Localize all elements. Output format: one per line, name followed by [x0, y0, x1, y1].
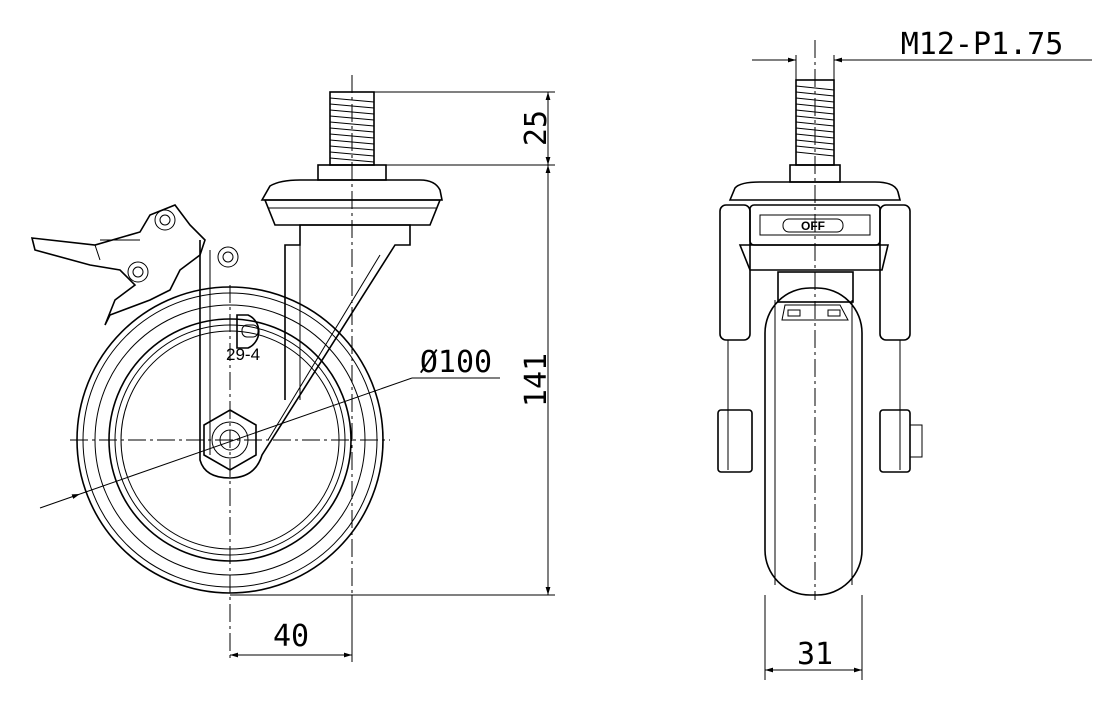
part-code-label: 29-4 [226, 345, 260, 364]
wheel-width-dimension: 31 [797, 637, 833, 672]
dimension-lines [39, 91, 555, 662]
brake-off-label: OFF [801, 219, 825, 233]
wheel-diameter-dimension: Ø100 [420, 345, 492, 380]
offset-dimension: 40 [273, 619, 309, 654]
front-view: OFF M12-P1.75 31 [717, 27, 1092, 680]
fork [199, 224, 411, 479]
brand-logo: 29-4 [226, 314, 260, 364]
brake-lever [30, 204, 239, 326]
front-fork [717, 204, 923, 473]
thread-length-dimension: 25 [519, 110, 554, 146]
side-view: 29-4 25 141 40 Ø100 [30, 75, 555, 662]
thread-spec-label: M12-P1.75 [901, 27, 1064, 62]
overall-height-dimension: 141 [519, 353, 554, 407]
front-brake-pedal: OFF [738, 204, 890, 321]
front-wheel [764, 287, 863, 596]
front-dimension-lines [752, 55, 1092, 680]
